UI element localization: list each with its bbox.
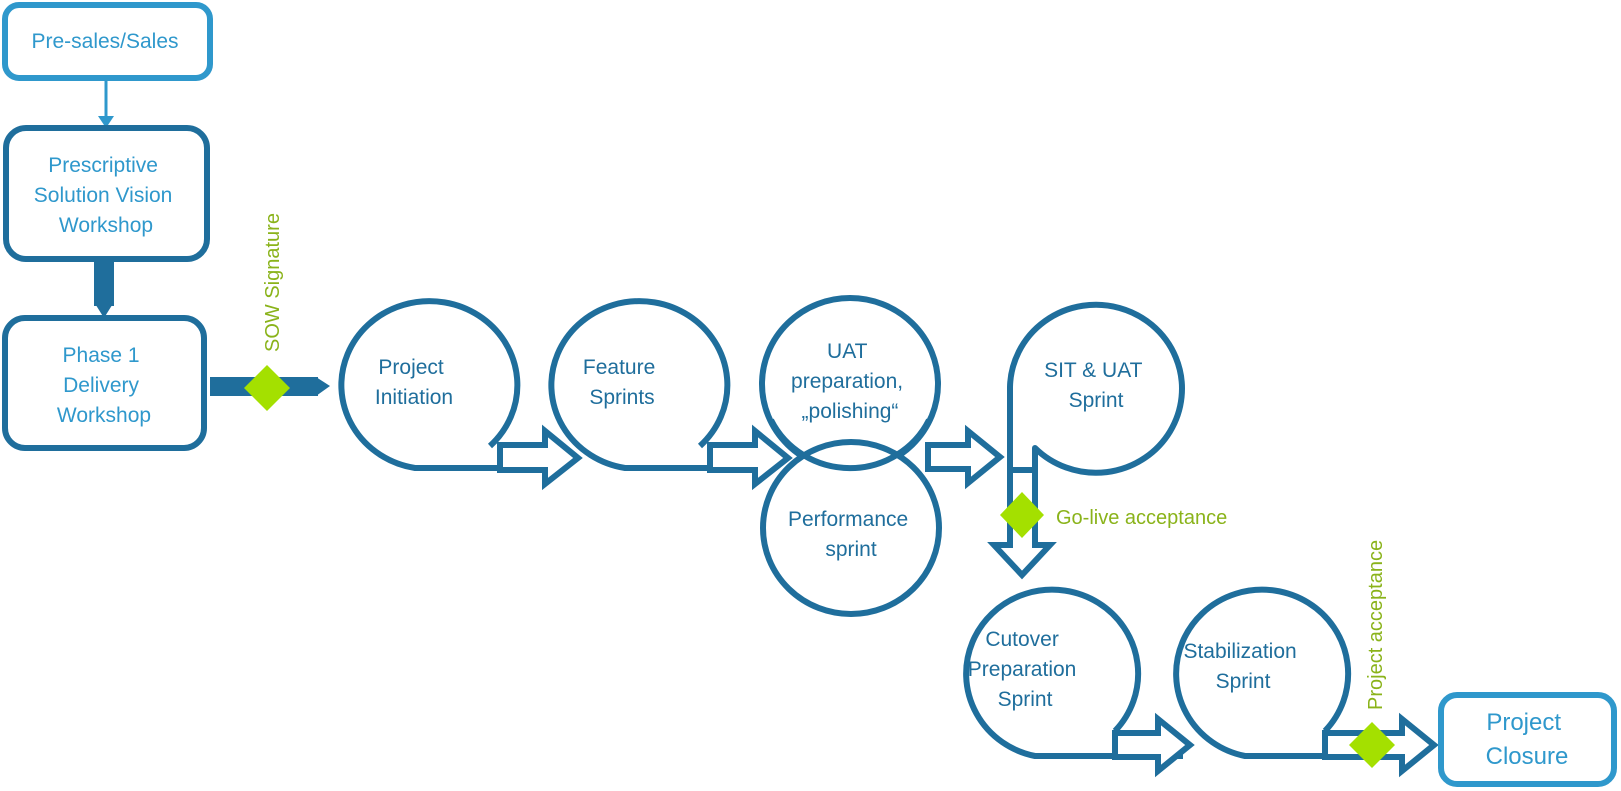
phase1-workshop-label: Phase 1 Delivery Workshop xyxy=(57,344,151,427)
uat-preparation-label: UAT preparation, „polishing“ xyxy=(791,340,909,423)
feature-to-uat-arrow xyxy=(707,424,793,491)
project-closure-label: Project Closure xyxy=(1486,709,1569,770)
cutover-preparation-label: Cutover Preparation Sprint xyxy=(968,628,1082,711)
feature-sprints-label: Feature Sprints xyxy=(583,356,661,409)
uat-preparation-overlap-arc xyxy=(768,418,932,472)
project-initiation-sprint-shape xyxy=(338,298,563,471)
uat-to-sit-arrow xyxy=(925,424,1005,490)
stabilization-sprint-label: Stabilization Sprint xyxy=(1183,640,1302,693)
stabilization-sprint-shape xyxy=(1173,586,1393,759)
sow-signature-label: SOW Signature xyxy=(262,213,284,352)
sit-uat-sprint-label: SIT & UAT Sprint xyxy=(1044,359,1148,412)
feature-sprints-shape xyxy=(548,298,773,471)
sit-uat-sprint-shape xyxy=(1007,301,1185,476)
initiation-to-feature-arrow xyxy=(497,424,583,491)
performance-sprint-circle xyxy=(760,439,942,617)
cutover-to-stabilization-arrow xyxy=(1112,712,1195,778)
vision-to-phase1-arrowhead xyxy=(94,302,114,318)
presales-to-vision-arrowhead xyxy=(98,116,114,128)
sow-signature-milestone-diamond xyxy=(244,365,290,411)
presales-label: Pre-sales/Sales xyxy=(31,30,178,53)
vision-workshop-label: Prescriptive Solution Vision Workshop xyxy=(34,154,178,237)
project-acceptance-label: Project acceptance xyxy=(1365,540,1387,710)
phase1-workshop-box xyxy=(2,315,207,451)
phase1-to-initiation-arrowhead xyxy=(316,377,330,396)
cutover-preparation-shape xyxy=(963,586,1183,759)
vision-workshop-box xyxy=(3,125,210,262)
performance-sprint-label: Performance sprint xyxy=(788,508,914,561)
project-acceptance-milestone-diamond xyxy=(1349,722,1395,768)
project-closure-box xyxy=(1438,692,1617,787)
vision-to-phase1-connector xyxy=(94,260,114,306)
project-initiation-label: Project Initiation xyxy=(375,356,453,409)
go-live-acceptance-label: Go-live acceptance xyxy=(1056,507,1227,529)
presales-box xyxy=(2,2,213,81)
go-live-milestone-diamond xyxy=(1000,492,1044,538)
